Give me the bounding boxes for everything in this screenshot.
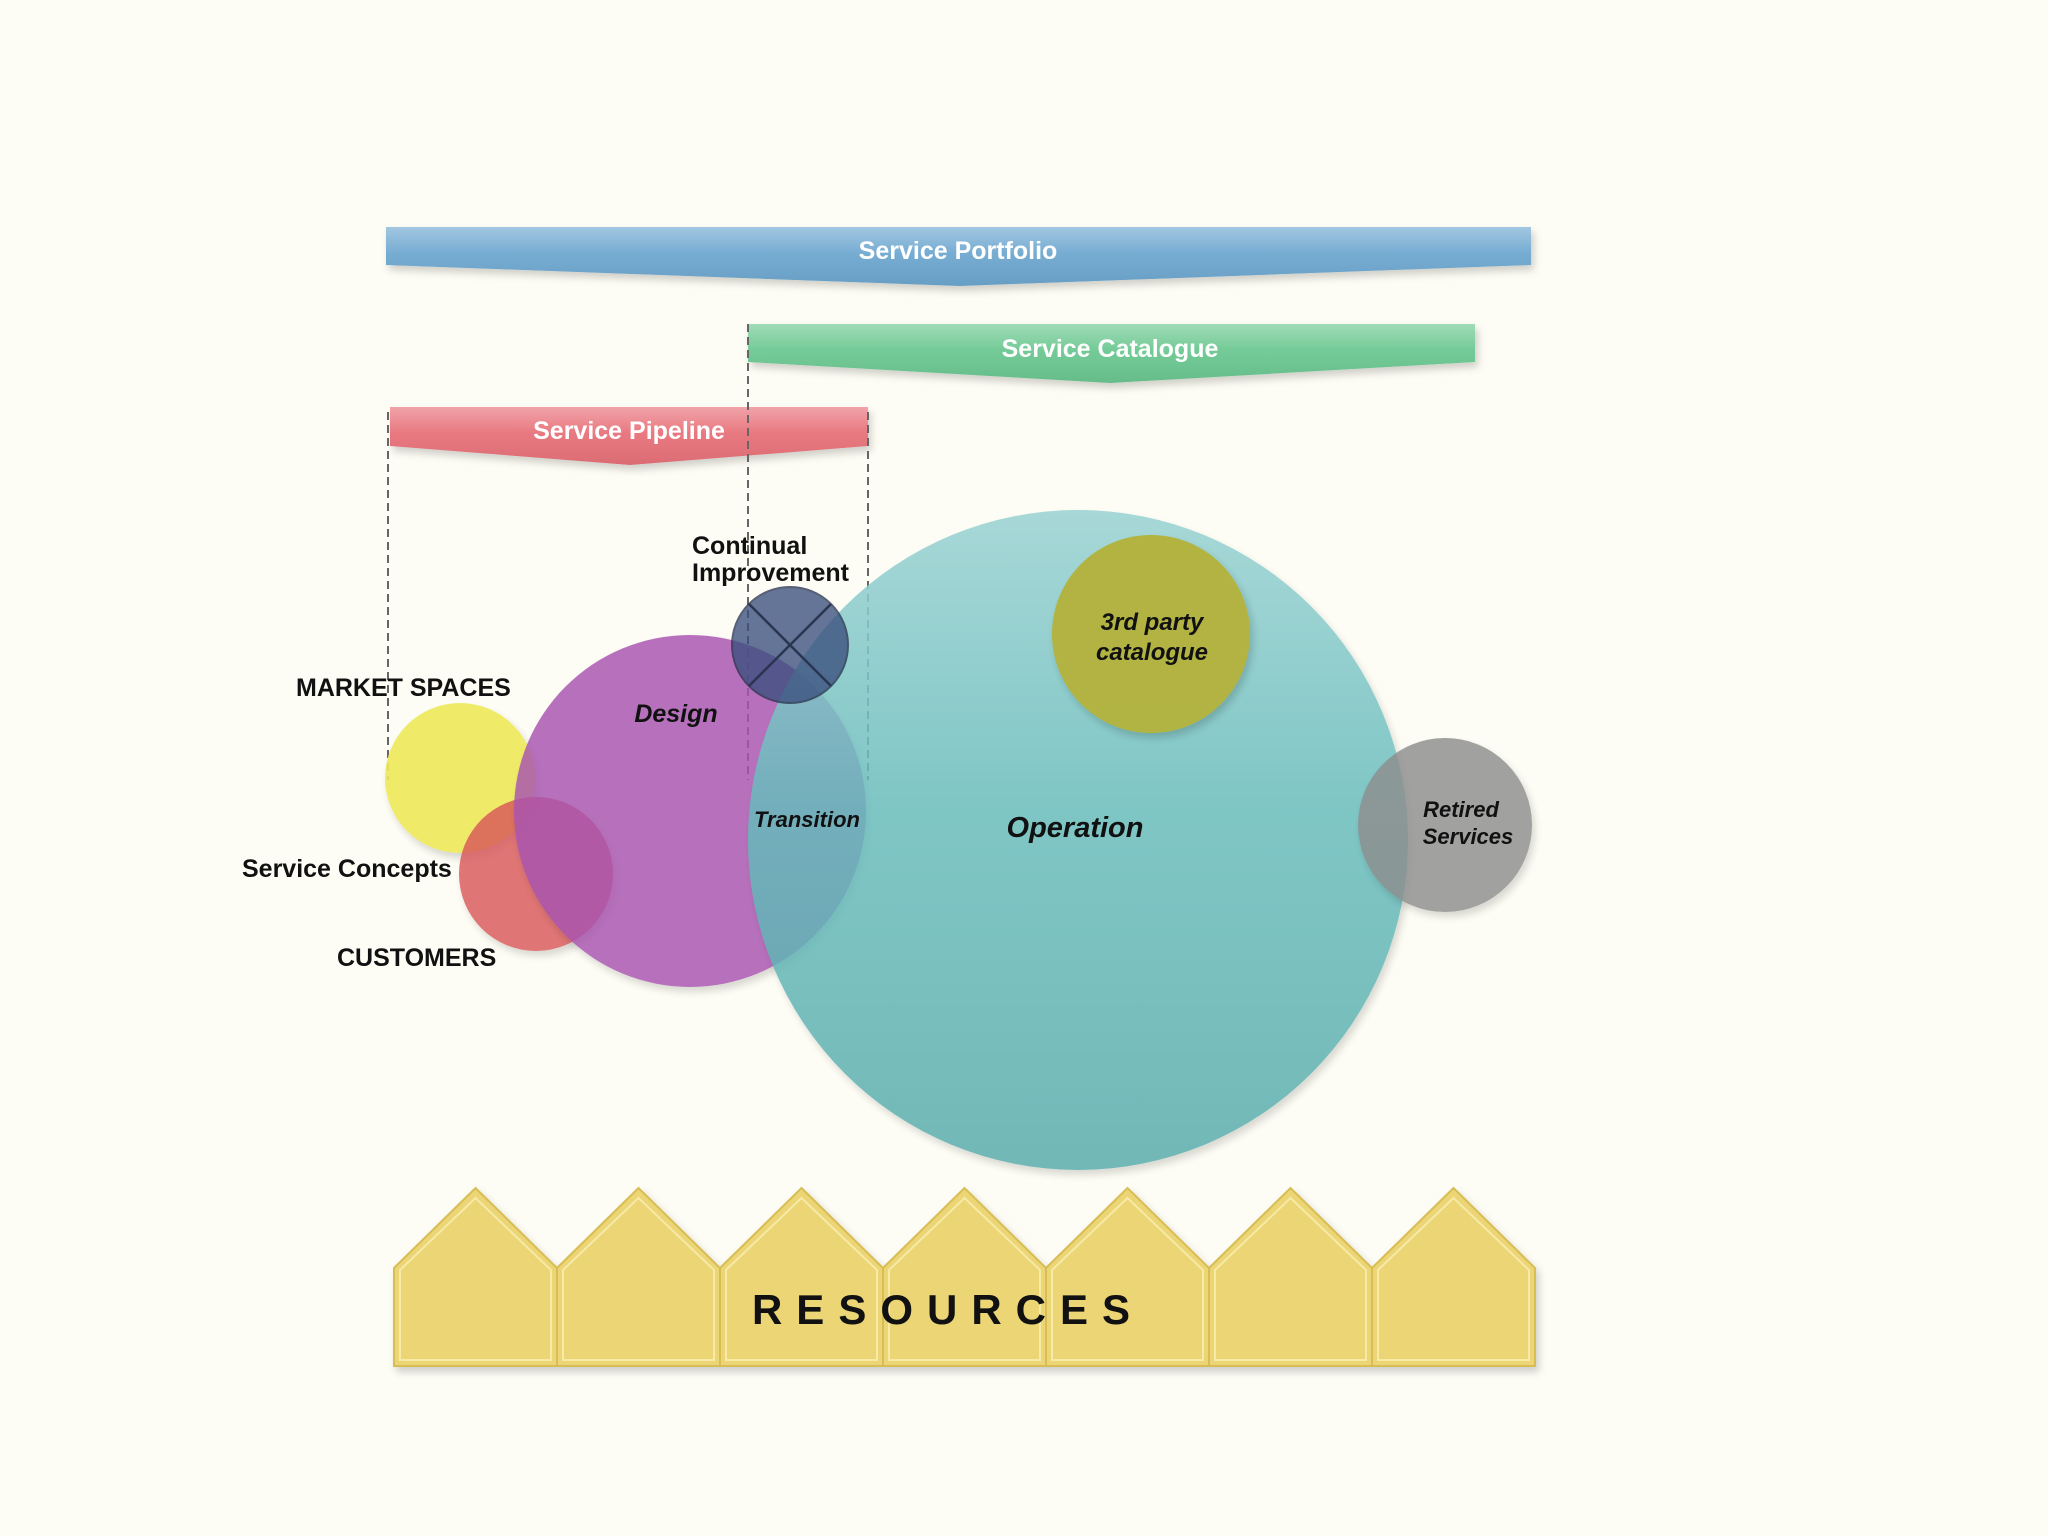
continual-improvement-cross-icon xyxy=(748,603,832,687)
resource-block xyxy=(882,1186,1047,1367)
third-party-catalogue-circle xyxy=(1052,535,1250,733)
third-party-catalogue-label-line1: 3rd party xyxy=(1101,609,1205,636)
resource-block-bevel xyxy=(399,1196,552,1361)
retired-services-label-line2: Services xyxy=(1423,824,1514,849)
continual-improvement-label-line2: Improvement xyxy=(692,559,850,587)
service-portfolio-banner: Service Portfolio xyxy=(386,227,1531,286)
resource-block xyxy=(1045,1186,1210,1367)
resource-block-bevel xyxy=(562,1196,715,1361)
service-pipeline-label: Service Pipeline xyxy=(533,417,725,445)
resource-block-bevel xyxy=(1377,1196,1530,1361)
service-pipeline-banner: Service Pipeline xyxy=(390,407,868,465)
transition-label: Transition xyxy=(754,807,860,832)
service-concepts-label: Service Concepts xyxy=(242,855,452,883)
service-catalogue-banner: Service Catalogue xyxy=(748,324,1475,383)
resources-label: RESOURCES xyxy=(752,1286,1144,1333)
third-party-catalogue-label-line2: catalogue xyxy=(1096,639,1208,666)
resource-block xyxy=(719,1186,884,1367)
service-catalogue-label: Service Catalogue xyxy=(1002,335,1219,363)
customers-label: CUSTOMERS xyxy=(337,944,496,972)
resource-block xyxy=(556,1186,721,1367)
resource-block-bevel xyxy=(1051,1196,1204,1361)
resource-block-bevel xyxy=(1214,1196,1367,1361)
retired-services-circle xyxy=(1358,738,1532,912)
continual-improvement-label-line1: Continual xyxy=(692,532,807,560)
operation-label: Operation xyxy=(1007,812,1144,844)
retired-services-label-line1: Retired xyxy=(1423,797,1499,822)
resource-block-bevel xyxy=(725,1196,878,1361)
resource-block-bevel xyxy=(888,1196,1041,1361)
operation-circle-gloss xyxy=(748,510,1408,1170)
resource-block xyxy=(393,1186,558,1367)
service-portfolio-label: Service Portfolio xyxy=(859,237,1058,265)
market-spaces-label: MARKET SPACES xyxy=(296,674,511,702)
design-label: Design xyxy=(634,700,717,728)
resource-block xyxy=(1371,1186,1536,1367)
resources-blocks xyxy=(393,1186,1536,1367)
resource-block xyxy=(1208,1186,1373,1367)
